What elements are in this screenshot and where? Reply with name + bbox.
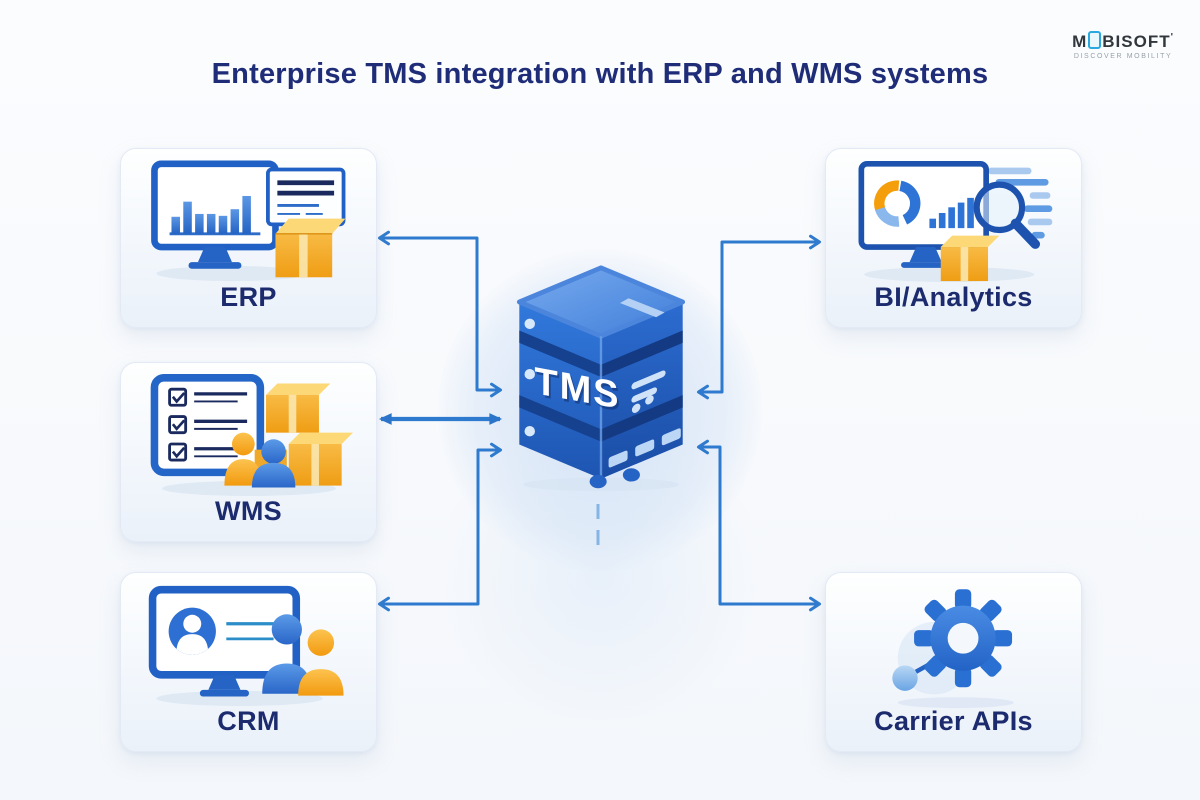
node-card-carrier-apis: Carrier APIs — [825, 572, 1082, 752]
node-card-wms: WMS — [120, 362, 377, 542]
page-title: Enterprise TMS integration with ERP and … — [211, 58, 989, 90]
brand-tagline: DISCOVER MOBILITY — [1073, 53, 1173, 60]
node-card-bi-analytics: BI/Analytics — [825, 148, 1082, 328]
phone-icon — [1088, 31, 1102, 49]
node-label-bi-analytics: BI/Analytics — [874, 282, 1033, 312]
tms-server: TMS TMS — [516, 265, 686, 492]
carrier-apis-icon — [826, 583, 1081, 708]
erp-icon — [121, 159, 376, 283]
wms-icon — [121, 373, 376, 497]
node-label-crm: CRM — [217, 706, 280, 736]
node-card-erp: ERP — [120, 148, 377, 328]
node-label-wms: WMS — [215, 496, 282, 526]
node-card-crm: CRM — [120, 572, 377, 752]
bi-analytics-icon — [826, 159, 1081, 283]
crm-icon — [121, 583, 376, 707]
node-label-erp: ERP — [220, 282, 277, 312]
node-label-carrier-apis: Carrier APIs — [874, 706, 1033, 736]
